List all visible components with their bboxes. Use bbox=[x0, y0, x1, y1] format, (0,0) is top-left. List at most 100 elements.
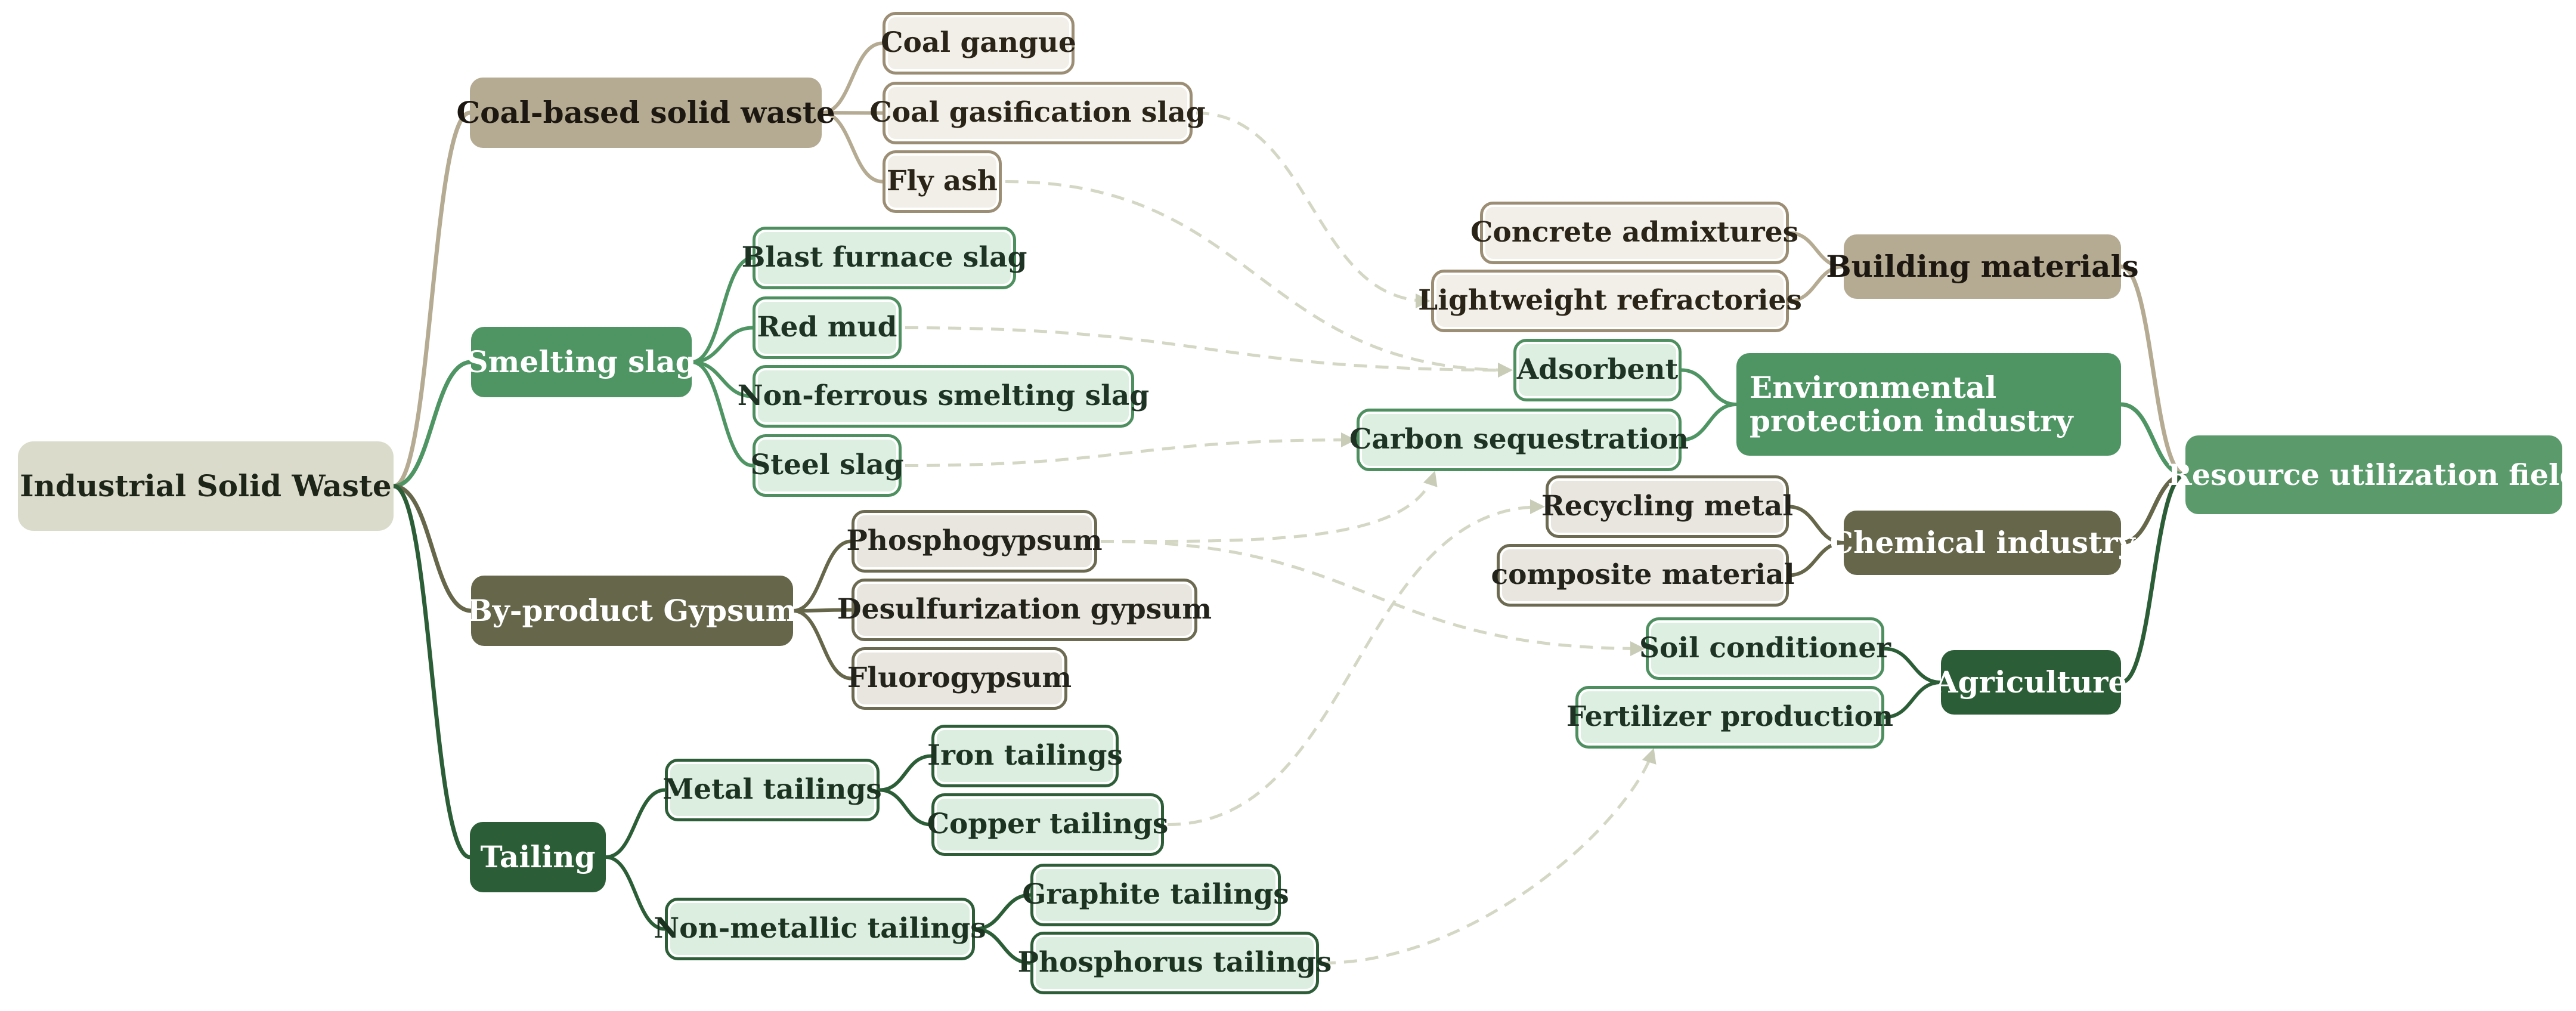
leaf-label: Phosphorus tailings bbox=[1017, 946, 1332, 979]
tree-edge bbox=[1680, 403, 1738, 442]
category-tailing: Tailing bbox=[470, 822, 606, 892]
leaf-label: Coal gangue bbox=[881, 26, 1076, 60]
leaf-recycling-metal: Recycling metal bbox=[1541, 475, 1793, 538]
subcategory-non-metallic-tailings: Non-metallic tailings bbox=[654, 898, 986, 960]
tree-edge bbox=[690, 326, 754, 364]
tree-edge bbox=[604, 788, 667, 859]
leaf-copper-tailings: Copper tailings bbox=[927, 793, 1168, 856]
leaf-label: Fertilizer production bbox=[1566, 700, 1894, 734]
leaf-soil-conditioner: Soil conditioner bbox=[1639, 617, 1891, 680]
application-building-materials: Building materials bbox=[1826, 234, 2139, 299]
leaf-label: Soil conditioner bbox=[1639, 632, 1891, 665]
tree-edge bbox=[2119, 402, 2188, 477]
field-label: Resource utilization field bbox=[2168, 457, 2576, 492]
cross-link-arrow bbox=[905, 432, 1356, 467]
leaf-label: Non-ferrous smelting slag bbox=[737, 379, 1150, 413]
leaf-label: Concrete admixtures bbox=[1470, 216, 1799, 249]
tree-edge bbox=[690, 360, 754, 398]
tree-edge bbox=[391, 360, 473, 489]
leaf-label: composite material bbox=[1491, 558, 1795, 592]
leaf-label: Phosphogypsum bbox=[846, 524, 1103, 558]
category-label: Smelting slag bbox=[466, 344, 696, 379]
tree-edge bbox=[2119, 264, 2188, 477]
leaf-steel-slag: Steel slag bbox=[750, 434, 904, 497]
tree-edge bbox=[973, 927, 1032, 965]
category-smelting-slag: Smelting slag bbox=[466, 327, 696, 397]
tree-edge bbox=[1680, 368, 1738, 406]
leaf-label: Desulfurization gypsum bbox=[837, 593, 1212, 626]
application-label: Environmental protection industry bbox=[1750, 370, 2073, 438]
tree-edge bbox=[391, 484, 473, 613]
subcategory-label: Non-metallic tailings bbox=[654, 912, 986, 945]
cross-link-arrow bbox=[1100, 540, 1645, 656]
leaf-label: Fly ash bbox=[887, 165, 998, 198]
leaf-adsorbent: Adsorbent bbox=[1513, 339, 1682, 401]
cross-link-arrow bbox=[1196, 112, 1431, 308]
tree-edge bbox=[973, 893, 1032, 931]
leaf-concrete-admixtures: Concrete admixtures bbox=[1470, 202, 1798, 264]
leaf-lightweight-refractories: Lightweight refractories bbox=[1418, 270, 1802, 332]
tree-edge bbox=[604, 855, 667, 931]
category-label: Coal-based solid waste bbox=[456, 95, 835, 130]
tree-edge bbox=[1787, 541, 1846, 577]
cross-link-arrow bbox=[1005, 180, 1513, 378]
leaf-fluorogypsum: Fluorogypsum bbox=[847, 647, 1072, 710]
root-node-industrial-solid-waste: Industrial Solid Waste bbox=[18, 441, 394, 531]
leaf-label: Blast furnace slag bbox=[741, 241, 1027, 274]
leaf-coal-gasification-slag: Coal gasification slag bbox=[869, 82, 1206, 144]
tree-edge bbox=[878, 788, 933, 827]
leaf-carbon-sequestration: Carbon sequestration bbox=[1349, 409, 1689, 471]
leaf-label: Carbon sequestration bbox=[1349, 423, 1689, 456]
leaf-label: Steel slag bbox=[750, 449, 904, 482]
leaf-phosphogypsum: Phosphogypsum bbox=[846, 510, 1103, 573]
leaf-iron-tailings: Iron tailings bbox=[927, 725, 1123, 787]
leaf-label: Graphite tailings bbox=[1022, 878, 1289, 911]
tree-edge bbox=[878, 754, 933, 792]
leaf-label: Red mud bbox=[757, 311, 897, 344]
tree-edge bbox=[1883, 681, 1943, 719]
tree-edge bbox=[820, 111, 884, 184]
cross-link-arrow bbox=[1322, 748, 1657, 964]
tree-edge bbox=[1787, 265, 1846, 303]
leaf-blast-furnace-slag: Blast furnace slag bbox=[742, 227, 1027, 289]
leaf-fly-ash: Fly ash bbox=[883, 150, 1002, 213]
leaf-label: Recycling metal bbox=[1541, 490, 1794, 523]
tree-edge bbox=[391, 484, 472, 859]
tree-edge bbox=[2119, 472, 2188, 685]
leaf-non-ferrous-smelting-slag: Non-ferrous smelting slag bbox=[738, 365, 1149, 428]
tree-edge bbox=[1787, 505, 1846, 545]
tree-edge bbox=[820, 41, 884, 115]
tree-edge bbox=[690, 256, 754, 364]
leaf-red-mud: Red mud bbox=[753, 296, 902, 359]
leaf-graphite-tailings: Graphite tailings bbox=[1022, 864, 1289, 926]
tree-edge bbox=[1787, 231, 1846, 268]
leaf-coal-gangue: Coal gangue bbox=[881, 12, 1076, 75]
category-label: Tailing bbox=[480, 839, 596, 874]
resource-utilization-field-node: Resource utilization field bbox=[2168, 435, 2576, 514]
tree-edge bbox=[391, 110, 472, 489]
cross-link-arrow bbox=[1167, 499, 1545, 826]
tree-edge bbox=[690, 360, 754, 468]
application-environmental-protection-industry: Environmental protection industry bbox=[1736, 353, 2121, 456]
tree-edge bbox=[791, 609, 853, 681]
subcategory-label: Metal tailings bbox=[662, 773, 882, 806]
cross-link-arrow bbox=[905, 326, 1513, 378]
category-by-product-gypsum: By-product Gypsum bbox=[467, 576, 797, 646]
leaf-label: Iron tailings bbox=[927, 739, 1123, 772]
cross-link-arrow bbox=[1100, 471, 1438, 543]
leaf-fertilizer-production: Fertilizer production bbox=[1566, 686, 1893, 749]
application-label: Building materials bbox=[1826, 249, 2139, 284]
application-agriculture: Agriculture bbox=[1935, 650, 2127, 715]
application-label: Chemical industry bbox=[1829, 525, 2135, 560]
leaf-composite-material: composite material bbox=[1491, 544, 1794, 607]
leaf-phosphorus-tailings: Phosphorus tailings bbox=[1018, 932, 1332, 994]
tree-edge bbox=[2119, 472, 2188, 545]
leaf-label: Fluorogypsum bbox=[847, 661, 1072, 695]
leaf-desulfurization-gypsum: Desulfurization gypsum bbox=[837, 579, 1212, 641]
category-coal-based-solid-waste: Coal-based solid waste bbox=[456, 78, 835, 148]
root-label: Industrial Solid Waste bbox=[20, 468, 392, 503]
tree-edge bbox=[791, 539, 853, 613]
subcategory-metal-tailings: Metal tailings bbox=[662, 759, 882, 821]
leaf-label: Adsorbent bbox=[1516, 353, 1679, 387]
